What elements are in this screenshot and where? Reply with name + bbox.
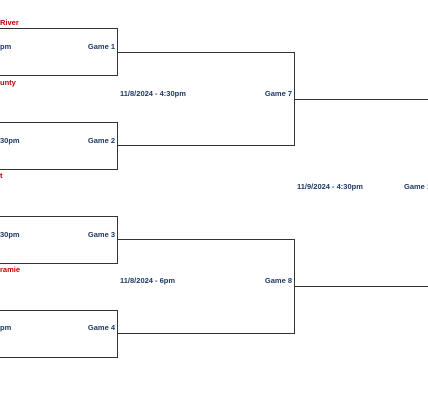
team-name: t: [0, 171, 3, 180]
game-label: Game 1: [404, 182, 428, 191]
game-3-box: [0, 216, 118, 264]
game-label: Game 2: [87, 136, 115, 145]
game-label: Game 4: [87, 323, 115, 332]
team-name: ramie: [0, 265, 21, 274]
game-time: 11/8/2024 - 6pm: [120, 276, 176, 285]
game-time: pm: [0, 42, 12, 51]
game-8-connector: [117, 239, 295, 334]
game-7-connector: [117, 52, 295, 146]
game-time: 30pm: [0, 136, 20, 145]
game-time: 30pm: [0, 230, 20, 239]
game-time: 11/9/2024 - 4:30pm: [297, 182, 363, 191]
game-label: Game 1: [87, 42, 115, 51]
game-label: Game 7: [264, 89, 292, 98]
game-1-box: [0, 28, 118, 76]
game-2-box: [0, 122, 118, 170]
team-name: unty: [0, 78, 16, 87]
game-time: 11/8/2024 - 4:30pm: [120, 89, 186, 98]
team-name: River: [0, 18, 19, 27]
final-connector: [294, 99, 428, 287]
game-label: Game 3: [87, 230, 115, 239]
game-time: pm: [0, 323, 12, 332]
game-4-box: [0, 310, 118, 358]
game-label: Game 8: [264, 276, 292, 285]
